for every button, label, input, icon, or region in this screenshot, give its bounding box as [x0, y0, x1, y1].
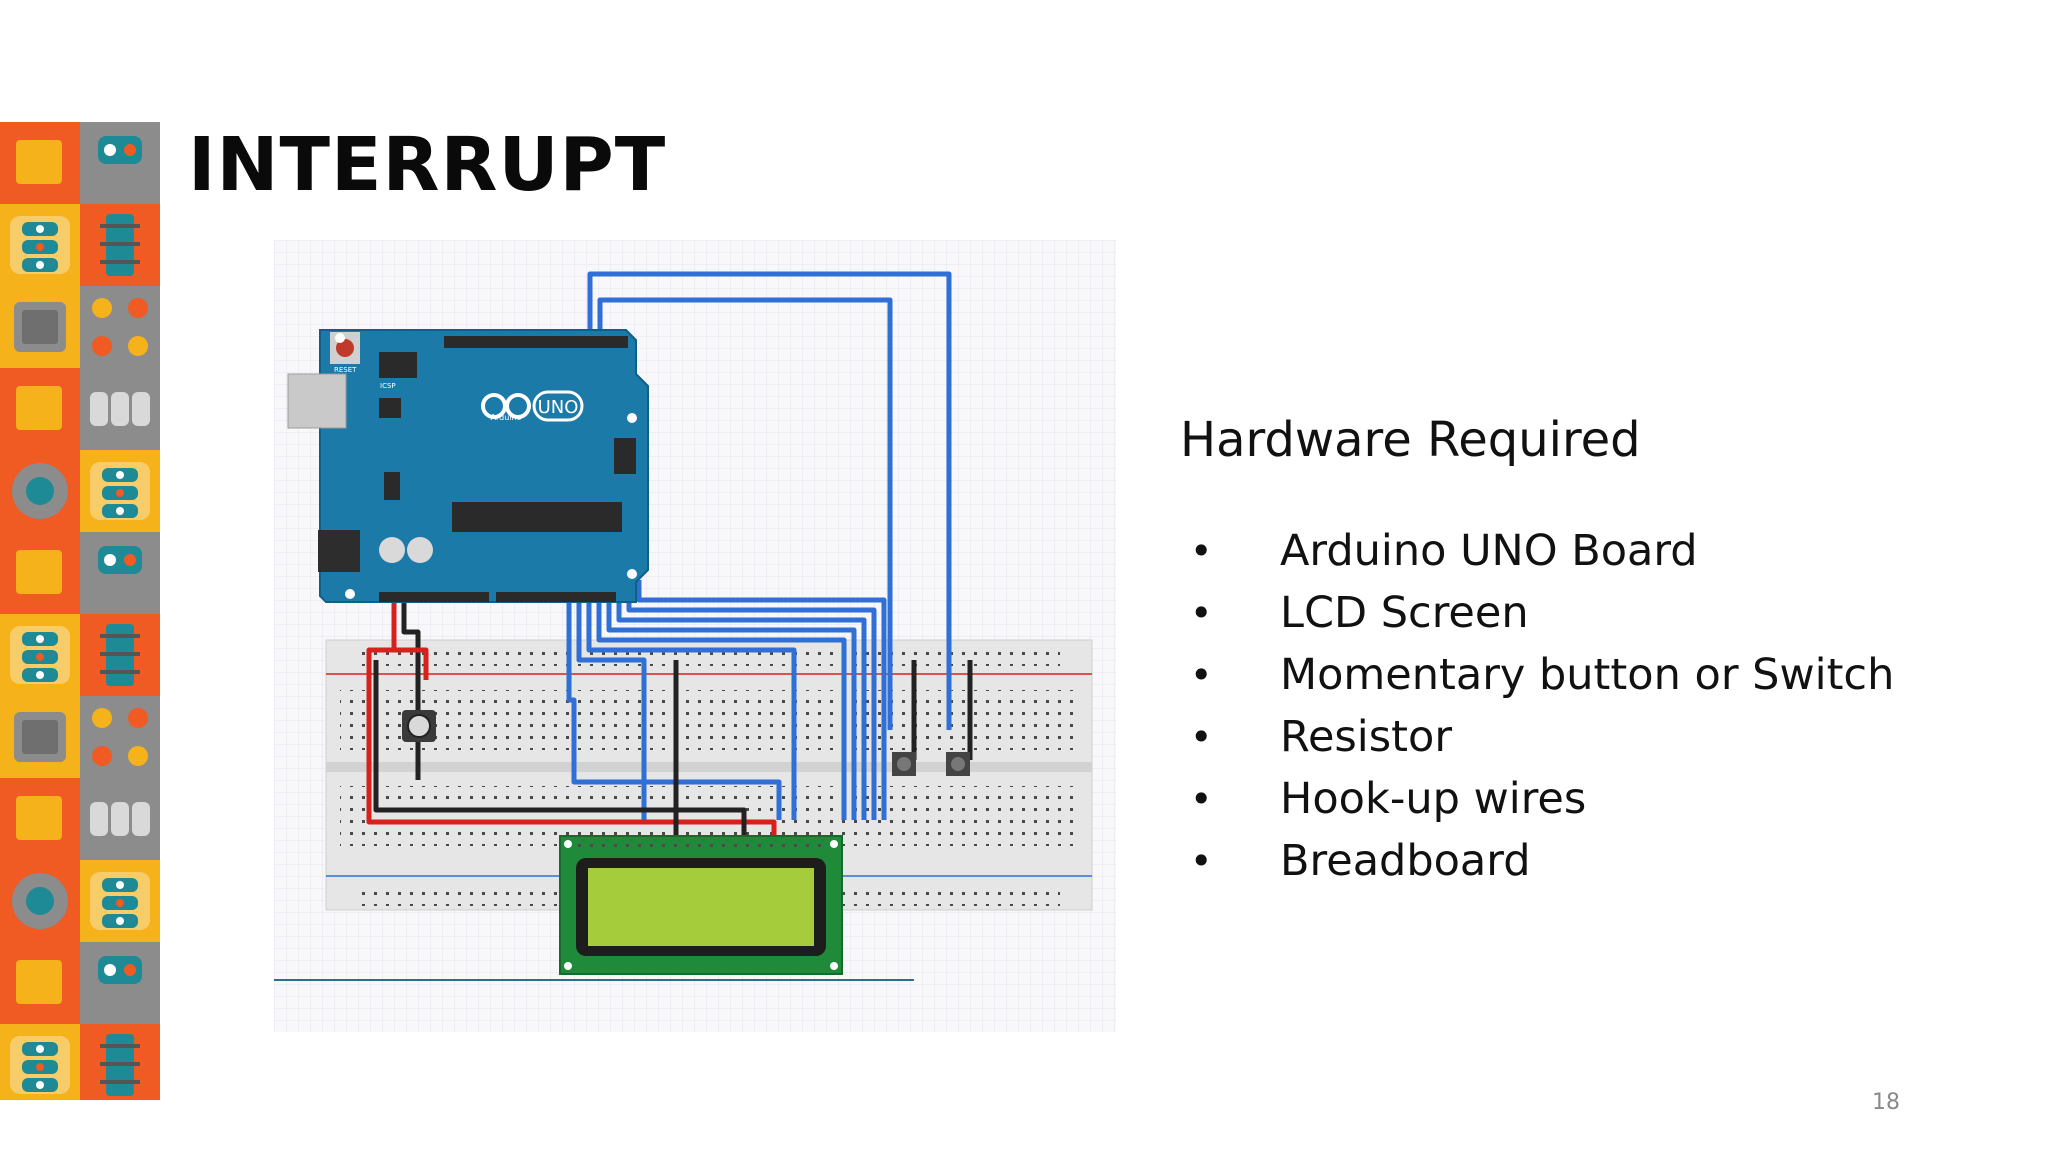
bullet-icon: • — [1190, 591, 1213, 635]
list-item-text: LCD Screen — [1280, 588, 1529, 638]
list-item-text: Arduino UNO Board — [1280, 526, 1698, 576]
list-item: • Breadboard — [1180, 830, 1894, 892]
list-item-text: Breadboard — [1280, 836, 1531, 886]
hardware-heading: Hardware Required — [1180, 412, 1641, 468]
hardware-list: • Arduino UNO Board • LCD Screen • Momentar… — [1180, 520, 1894, 892]
board-brand-text: Arduino — [491, 413, 522, 422]
potentiometer — [402, 710, 436, 742]
list-item: • Resistor — [1180, 706, 1894, 768]
list-item: • LCD Screen — [1180, 582, 1894, 644]
list-item: • Arduino UNO Board — [1180, 520, 1894, 582]
page-number: 18 — [1872, 1090, 1900, 1115]
icsp-label: ICSP — [380, 382, 396, 390]
bullet-icon: • — [1190, 529, 1213, 573]
bullet-icon: • — [1190, 653, 1213, 697]
power-wires — [366, 580, 973, 840]
reset-label: RESET — [334, 366, 357, 374]
list-item-text: Resistor — [1280, 712, 1452, 762]
bullet-icon: • — [1190, 715, 1213, 759]
arduino-uno-board: Arduino UNO RESET ICSP — [287, 329, 649, 603]
list-item-text: Momentary button or Switch — [1280, 650, 1895, 700]
bullet-icon: • — [1190, 839, 1213, 883]
circuit-diagram-image: Arduino UNO RESET ICSP — [274, 240, 1116, 1032]
list-item: • Hook-up wires — [1180, 768, 1894, 830]
list-item-text: Hook-up wires — [1280, 774, 1587, 824]
lcd-screen — [559, 835, 843, 975]
decorative-pattern — [0, 122, 160, 1100]
list-item: • Momentary button or Switch — [1180, 644, 1894, 706]
board-logo-text: UNO — [538, 397, 579, 418]
slide-title: INTERRUPT — [188, 122, 667, 208]
bullet-icon: • — [1190, 777, 1213, 821]
push-buttons — [892, 752, 970, 776]
